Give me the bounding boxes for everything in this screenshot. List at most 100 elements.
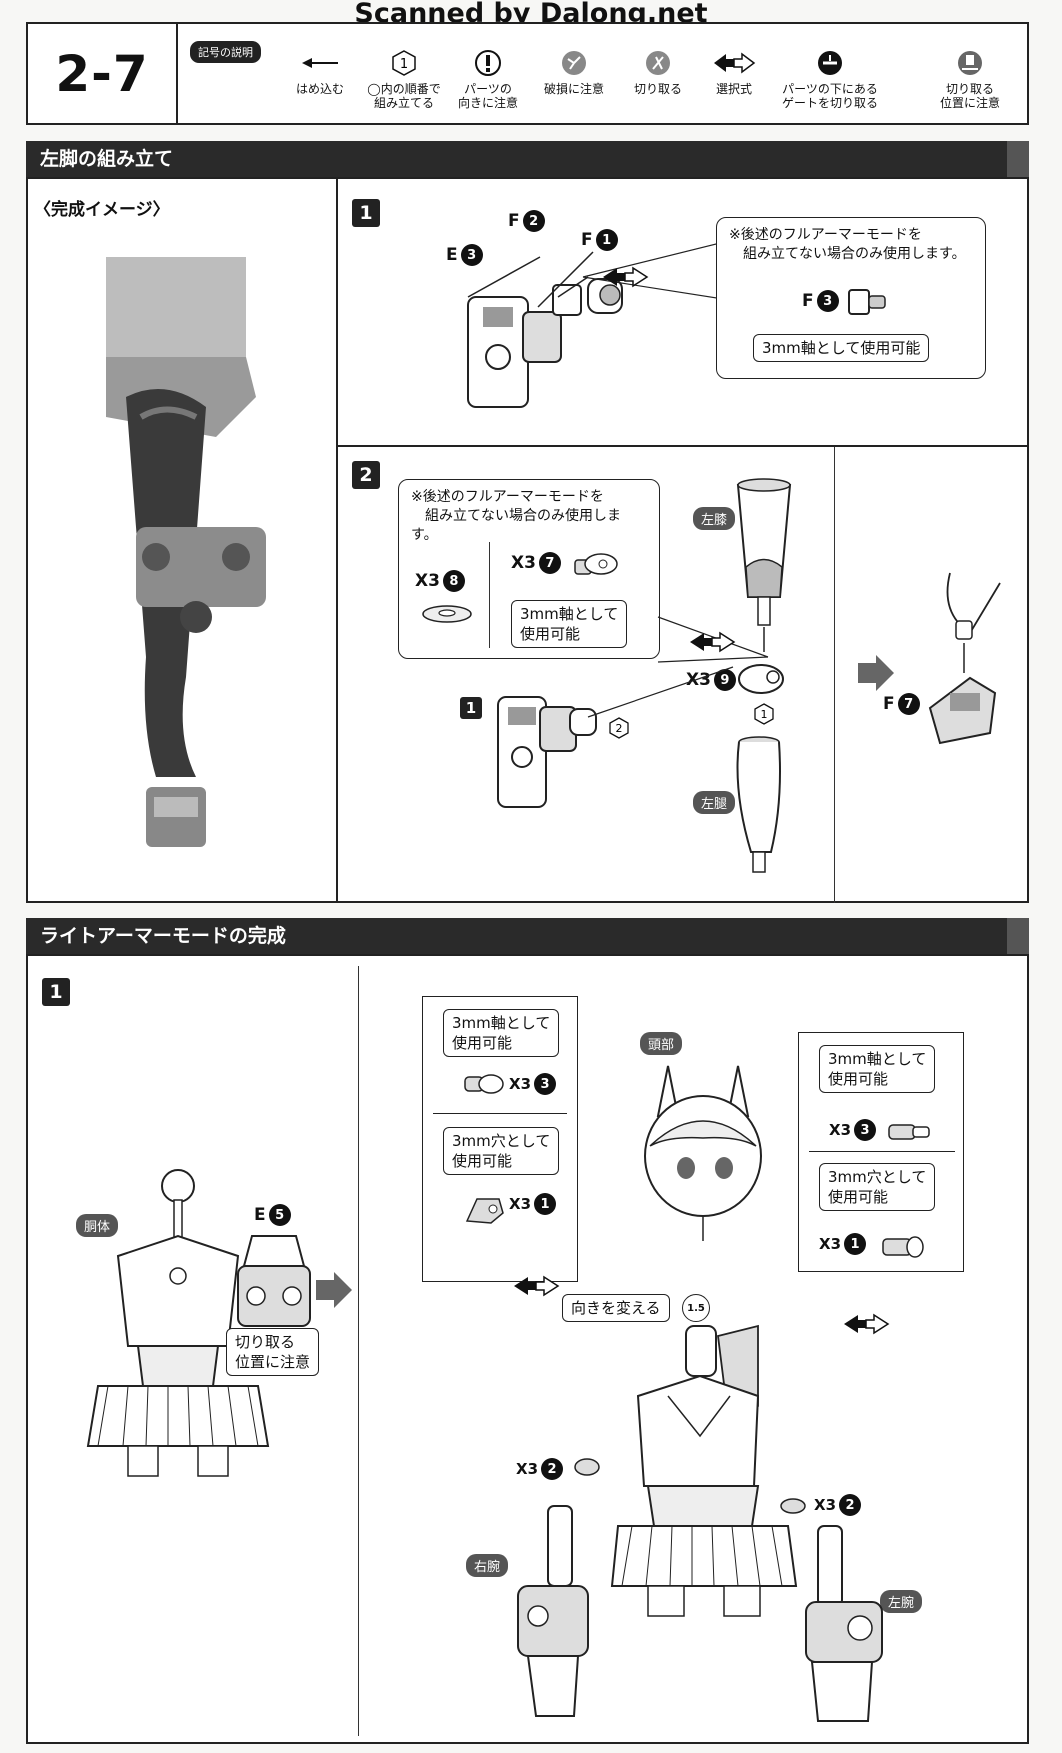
right-arm-part-image (517, 1505, 589, 1717)
cut-position-tag: 切り取る 位置に注意 (226, 1328, 320, 1376)
foot-assembly-diagram (928, 572, 1001, 745)
thigh-part-image (736, 736, 781, 873)
peg-part-image (848, 289, 886, 315)
axis-tag: 3mm軸として 使用可能 (819, 1045, 936, 1093)
legend-label: パーツの 向きに注意 (457, 82, 518, 110)
back-armor-part-image (237, 1235, 311, 1327)
leg-frame-assembly-diagram (467, 251, 623, 408)
label-left-knee: 左膝 (693, 507, 736, 530)
cut-position-icon (958, 51, 982, 75)
note-text: ※後述のフルアーマーモードを 組み立てない場合のみ使用します。 (411, 489, 621, 543)
legend-label: 切り取る (633, 82, 682, 96)
note-text: ※後述のフルアーマーモードを 組み立てない場合のみ使用します。 (729, 227, 966, 262)
legend-label: パーツの下にある ゲートを切り取る (781, 82, 878, 110)
axis-tag: 3mm軸として 使用可能 (443, 1009, 560, 1057)
legend-label: 破損に注意 (543, 82, 604, 96)
label-torso: 胴体 (76, 1214, 119, 1237)
svg-text:2: 2 (616, 722, 623, 735)
legend-item-snap: はめ込む (278, 44, 362, 96)
peg-part-image (464, 1074, 504, 1094)
head-part-image (644, 1065, 762, 1241)
next-arrow-icon (316, 1272, 352, 1308)
section-bar-light-armor: ライトアーマーモードの完成 (26, 918, 1029, 954)
leg-frame-small-diagram (497, 666, 734, 808)
preview-title: 〈完成イメージ〉 (34, 200, 170, 220)
joint-part-image (738, 664, 784, 694)
arrow-left-icon (302, 58, 338, 68)
legend-item-direction: パーツの 向きに注意 (446, 44, 530, 110)
breakage-warning-icon (562, 51, 586, 75)
double-arrow-icon (714, 52, 756, 74)
legend-item-gate: パーツの下にある ゲートを切り取る (780, 44, 880, 110)
legend-label: 選択式 (715, 82, 752, 96)
step-badge: 1 (352, 199, 380, 227)
peg-part-image (574, 553, 618, 575)
legend-item-cut-position: 切り取る 位置に注意 (928, 44, 1012, 110)
label-left-thigh: 左腿 (693, 791, 736, 814)
legend-label: ◯内の順番で 組み立てる (367, 82, 441, 110)
preview-column: 〈完成イメージ〉 (26, 177, 338, 903)
section-bar-left-leg: 左脚の組み立て (26, 141, 1029, 177)
ref-step-badge: 1 (460, 697, 482, 719)
next-arrow-icon (858, 655, 894, 691)
order-marker-2: 2 (608, 717, 630, 743)
legend-label: 切り取る 位置に注意 (939, 82, 1000, 110)
step-number: 2-7 (28, 24, 178, 123)
legend-item-cut: 切り取る (616, 44, 700, 96)
axis-tag: 3mm軸として使用可能 (753, 334, 930, 362)
choice-double-arrow-icon (657, 616, 769, 663)
step-badge: 1 (42, 978, 70, 1006)
knee-part-image (736, 478, 792, 652)
order-marker-1: 1 (753, 703, 775, 729)
hole-tag: 3mm穴として 使用可能 (819, 1163, 936, 1211)
completed-leg-image (106, 257, 266, 847)
legend-title: 記号の説明 (190, 41, 261, 63)
legend-item-choice: 選択式 (692, 44, 776, 96)
step-badge: 2 (352, 461, 380, 489)
svg-text:1: 1 (761, 708, 768, 721)
washer-part-image (422, 605, 472, 623)
socket-part-image (882, 1236, 924, 1258)
legend-label: はめ込む (295, 82, 344, 96)
peg-part-image (888, 1124, 930, 1140)
socket-part-image (465, 1198, 504, 1224)
body-figure-image (610, 1324, 798, 1617)
choice-double-arrow-icon (844, 1313, 890, 1335)
axis-tag: 3mm軸として 使用可能 (511, 600, 628, 648)
gate-cut-icon (818, 51, 842, 75)
legend-item-breakage: 破損に注意 (532, 44, 616, 96)
turn-direction-tag: 向きを変える (562, 1294, 670, 1322)
washer-part-image (780, 1498, 806, 1514)
svg-text:1: 1 (400, 57, 408, 72)
choice-double-arrow-icon (514, 1275, 560, 1297)
label-head: 頭部 (640, 1032, 683, 1055)
left-arm-part-image (805, 1525, 883, 1722)
hole-tag: 3mm穴として 使用可能 (443, 1127, 560, 1175)
label-right-arm: 右腕 (466, 1554, 509, 1577)
circled-number-icon: 1 (392, 50, 416, 76)
turn-value-badge: 1.5 (682, 1294, 710, 1322)
section-title: 左脚の組み立て (40, 148, 174, 170)
torso-part-image (86, 1169, 270, 1477)
step-header: 2-7 記号の説明 はめ込む 1 ◯内の順番で 組み立てる パーツの 向きに注意… (26, 22, 1029, 125)
washer-part-image (574, 1458, 600, 1476)
